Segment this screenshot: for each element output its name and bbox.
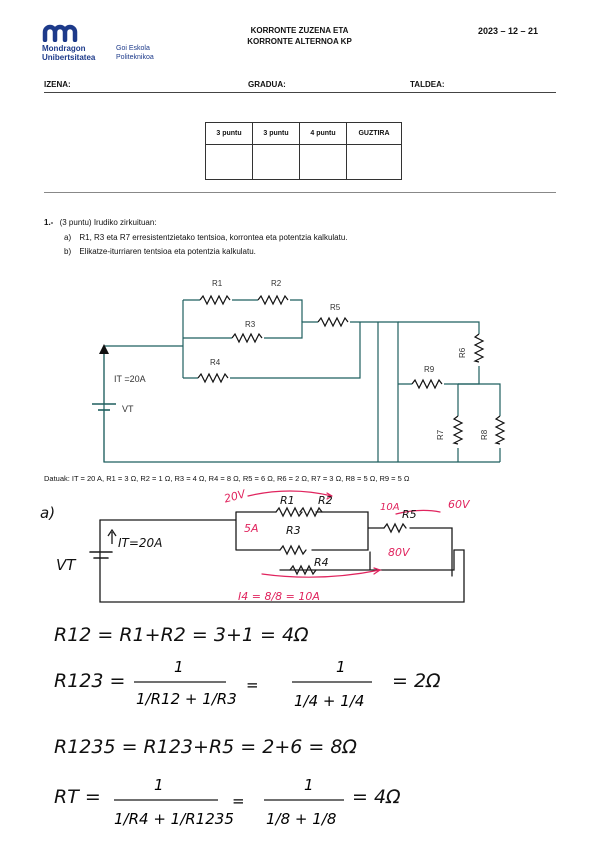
sketch-resistor-r3 — [279, 544, 307, 556]
label-r1: R1 — [212, 279, 223, 288]
score-header-1: 3 puntu — [205, 122, 253, 145]
handwritten-r3: R3 — [286, 524, 301, 537]
sketch-resistor-r1 — [275, 506, 303, 518]
exam-title-line-1: KORRONTE ZUZENA ETA — [250, 26, 349, 35]
handwritten-r2: R2 — [318, 494, 333, 507]
section-divider — [44, 192, 556, 193]
svg-text:1: 1 — [174, 658, 184, 676]
mondragon-logo-icon — [42, 24, 78, 42]
logo-line-2: Unibertsitatea — [42, 53, 96, 62]
group-field-label: TALDEA: — [410, 80, 445, 89]
label-r4: R4 — [210, 358, 221, 367]
equation-r123-fractions: 1 1/R12 + 1/R3 = 1 1/4 + 1/4 — [134, 658, 372, 710]
label-r8: R8 — [480, 429, 489, 440]
sketch-resistor-r2 — [299, 506, 323, 518]
label-r6: R6 — [458, 347, 467, 358]
score-header-3: 4 puntu — [299, 122, 347, 145]
exam-date: 2023 – 12 – 21 — [478, 26, 539, 36]
svg-text:1/R4 + 1/R1235: 1/R4 + 1/R1235 — [114, 810, 234, 828]
part-b-text: Elikatze-iturriaren tentsioa eta potentz… — [79, 247, 256, 256]
svg-text:1: 1 — [154, 776, 164, 794]
part-b-label: b) — [64, 247, 72, 256]
svg-text:1/8 + 1/8: 1/8 + 1/8 — [266, 810, 336, 828]
handwritten-r1: R1 — [280, 494, 295, 507]
score-cell-1 — [205, 144, 253, 180]
school-line-2: Politeknikoa — [116, 54, 154, 61]
equation-r1235: R1235 = R123+R5 = 2+6 = 8Ω — [54, 736, 357, 758]
header-divider — [44, 92, 556, 93]
svg-text:1/R12 + 1/R3: 1/R12 + 1/R3 — [136, 690, 237, 708]
equation-r123-lhs: R123 = — [54, 670, 126, 692]
resistor-r8 — [494, 415, 506, 445]
label-r5: R5 — [330, 303, 341, 312]
handwritten-i-5: 5A — [244, 522, 259, 535]
question-intro: 1.- (3 puntu) Irudiko zirkuituan: — [44, 218, 157, 227]
label-r7: R7 — [436, 429, 445, 440]
equation-r12: R12 = R1+R2 = 3+1 = 4Ω — [54, 624, 309, 646]
part-a-text: R1, R3 eta R7 erresistentzietako tentsio… — [79, 233, 348, 242]
label-source-voltage: VT — [122, 404, 134, 414]
score-header-2: 3 puntu — [252, 122, 300, 145]
resistor-r1 — [199, 294, 231, 306]
exam-title-line-2: KORRONTE ALTERNOA KP — [247, 37, 352, 46]
current-arrow-icon — [99, 344, 109, 354]
resistor-r3 — [231, 332, 263, 344]
label-source-current: IT =20A — [114, 374, 146, 384]
equation-rt-rhs: = 4Ω — [352, 786, 401, 808]
handwritten-part-label: a) — [40, 504, 56, 522]
equation-rt-fractions: 1 1/R4 + 1/R1235 = 1 1/8 + 1/8 — [114, 776, 344, 828]
given-data-line: Datuak: IT = 20 A, R1 = 3 Ω, R2 = 1 Ω, R… — [44, 474, 410, 483]
resistor-r9 — [411, 378, 443, 390]
circuit-wires — [92, 294, 506, 463]
question-intro-text: (3 puntu) Irudiko zirkuituan: — [59, 218, 157, 227]
svg-text:1/4 + 1/4: 1/4 + 1/4 — [294, 692, 364, 710]
score-cell-2 — [252, 144, 300, 180]
resistor-r6 — [473, 333, 485, 363]
sketch-resistor-r5 — [383, 522, 407, 534]
grade-field-label: GRADUA: — [248, 80, 286, 89]
score-table: 3 puntu 3 puntu 4 puntu GUZTIRA — [205, 122, 402, 180]
score-header-total: GUZTIRA — [346, 122, 402, 145]
handwritten-source-voltage: VT — [56, 556, 76, 574]
resistor-r2 — [257, 294, 289, 306]
handwritten-v-60: 60V — [448, 498, 470, 511]
university-logo: Mondragon Unibertsitatea — [38, 24, 118, 68]
score-cell-3 — [299, 144, 347, 180]
part-a-label: a) — [64, 233, 72, 242]
label-r9: R9 — [424, 365, 435, 374]
sketch-resistor-r4 — [289, 564, 317, 576]
handwritten-source-current: IT=20A — [118, 536, 163, 550]
resistor-r5 — [317, 316, 349, 328]
question-part-b: b) Elikatze-iturriaren tentsioa eta pote… — [64, 247, 256, 256]
resistor-r4 — [197, 372, 229, 384]
label-r2: R2 — [271, 279, 282, 288]
label-r3: R3 — [245, 320, 256, 329]
svg-text:=: = — [232, 792, 245, 810]
handwritten-i4: I4 = 8/8 = 10A — [238, 590, 320, 603]
circuit-diagram: R1 R2 R3 R4 R5 R6 R7 R8 R9 IT =20A VT — [92, 279, 506, 463]
question-number: 1.- — [44, 218, 54, 227]
handwritten-v-80: 80V — [388, 546, 410, 559]
school-line-1: Goi Eskola — [116, 45, 150, 52]
equation-rt-lhs: RT = — [54, 786, 101, 808]
logo-line-1: Mondragon — [42, 44, 86, 53]
handwritten-r5: R5 — [402, 508, 417, 521]
handwritten-i-10: 10A — [380, 502, 400, 513]
resistor-r7 — [452, 415, 464, 445]
score-cell-total — [346, 144, 402, 180]
question-part-a: a) R1, R3 eta R7 erresistentzietako tent… — [64, 233, 348, 242]
equation-r123-rhs: = 2Ω — [392, 670, 441, 692]
handwritten-sketch — [89, 490, 465, 603]
handwritten-r4: R4 — [314, 556, 329, 569]
name-field-label: IZENA: — [44, 80, 71, 89]
svg-text:1: 1 — [336, 658, 346, 676]
svg-text:1: 1 — [304, 776, 314, 794]
svg-text:=: = — [246, 676, 259, 694]
